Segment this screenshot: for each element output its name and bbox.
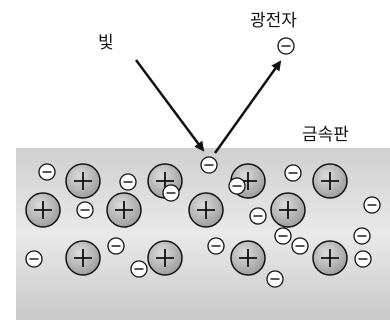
metal-plate-label: 금속판 (302, 125, 349, 145)
electron (354, 250, 372, 268)
positive-ion (270, 192, 306, 228)
electron (228, 177, 246, 195)
photoelectron-label: 광전자 (250, 11, 297, 31)
electron (266, 270, 284, 288)
emission-arrow (213, 60, 282, 154)
positive-ion (25, 192, 61, 228)
electron (130, 260, 148, 278)
electron (25, 250, 43, 268)
positive-ion (65, 163, 101, 199)
electron (119, 173, 137, 191)
positive-ion (312, 240, 348, 276)
electron (200, 156, 218, 174)
positive-ion (65, 240, 101, 276)
positive-ion (147, 240, 183, 276)
positive-ion (106, 192, 142, 228)
electron (284, 164, 302, 182)
light-label: 빛 (98, 33, 114, 53)
electron (249, 207, 267, 225)
particles-layer (25, 37, 381, 288)
electron (107, 237, 125, 255)
electron (291, 237, 309, 255)
positive-ion (188, 192, 224, 228)
electron (76, 201, 94, 219)
electron (38, 163, 56, 181)
electron (274, 227, 292, 245)
electron (353, 227, 371, 245)
electron (207, 237, 225, 255)
photoelectron (277, 37, 295, 55)
positive-ion (312, 163, 348, 199)
electron (162, 184, 180, 202)
positive-ion (230, 240, 266, 276)
electron (363, 196, 381, 214)
incident-light-arrow (134, 59, 205, 152)
